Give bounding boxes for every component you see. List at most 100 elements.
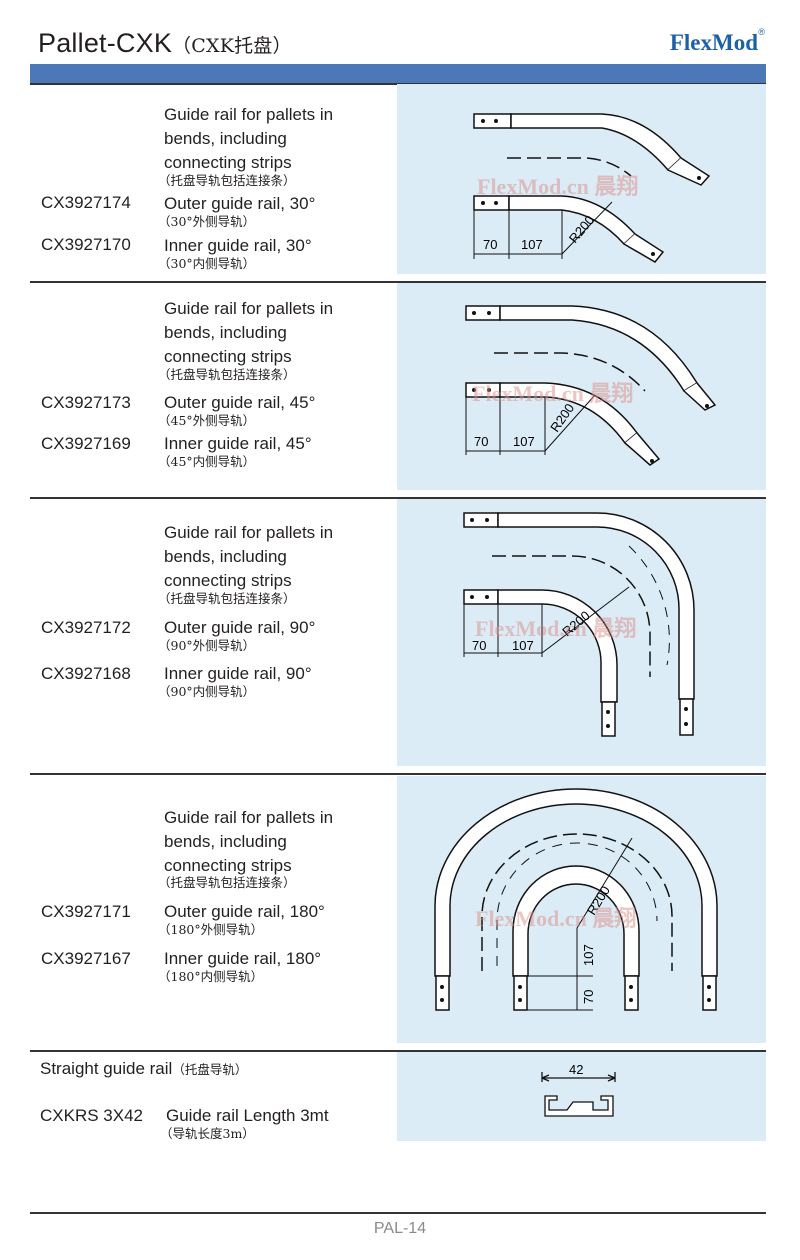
row3-desc-line2: bends, including (164, 547, 287, 566)
centre-line (507, 157, 632, 177)
row3-inner-name-cn: （90°内侧导轨） (158, 684, 256, 699)
row3-inner-code: CX3927168 (41, 664, 131, 683)
straight-heading-cn: （托盘导轨） (172, 1062, 248, 1077)
row3-desc-cn: （托盘导轨包括连接条） (158, 591, 296, 606)
row2-outer-name: Outer guide rail, 45° (164, 393, 316, 412)
row1-desc-cn: （托盘导轨包括连接条） (158, 173, 296, 188)
radius-line (541, 586, 630, 654)
row3-outer-name-cn: （90°外侧导轨） (158, 638, 256, 653)
brand-logo: FlexMod (669, 30, 758, 55)
row1-inner-name-cn: （30°内侧导轨） (158, 256, 256, 271)
watermark: FlexMod.cn 晨翔 (475, 616, 636, 641)
row-divider (30, 281, 766, 283)
row4-inner-code: CX3927167 (41, 949, 131, 968)
row2-desc-cn: （托盘导轨包括连接条） (158, 367, 296, 382)
outer-rail-end-connector (679, 698, 694, 736)
inner-rail-connector (463, 589, 499, 605)
row4-desc-line3: connecting strips (164, 856, 292, 875)
row4-desc-cn: （托盘导轨包括连接条） (158, 875, 296, 890)
page-header: Pallet-CXK（CXK托盘） FlexMod ® (0, 0, 800, 90)
row1-outer-name: Outer guide rail, 30° (164, 194, 316, 213)
row1-outer-code: CX3927174 (41, 193, 131, 212)
row-divider (30, 773, 766, 775)
straight-heading: Straight guide rail（托盘导轨） (40, 1057, 247, 1080)
row3-outer-code: CX3927172 (41, 618, 131, 637)
inner-rail-left-connector (513, 975, 528, 1011)
outer-rail-body (434, 788, 718, 977)
registered-mark: ® (758, 27, 765, 37)
row1-desc-line2: bends, including (164, 129, 287, 148)
dim-70: 70 (581, 990, 596, 1004)
dimension-lines (473, 210, 563, 259)
inner-rail-end-connector (624, 432, 661, 466)
drawing-45-degree-rails: 70 107 R200 FlexMod.cn 晨翔 (465, 305, 717, 466)
page-title-cn: （CXK托盘） (172, 35, 292, 57)
row1-inner-code: CX3927170 (41, 235, 131, 254)
centre-line-outer (481, 833, 673, 971)
watermark: FlexMod.cn 晨翔 (472, 381, 633, 406)
watermark: FlexMod.cn 晨翔 (475, 906, 636, 931)
row-divider (30, 497, 766, 499)
row2-desc-line1: Guide rail for pallets in (164, 299, 334, 318)
straight-code: CXKRS 3X42 (40, 1106, 143, 1125)
footer-divider (30, 1212, 766, 1214)
radius-line (544, 394, 596, 452)
row1-desc-line3: connecting strips (164, 153, 292, 172)
row2-inner-name: Inner guide rail, 45° (164, 434, 312, 453)
row2-outer-code: CX3927173 (41, 393, 131, 412)
row4-inner-name: Inner guide rail, 180° (164, 949, 322, 968)
outer-rail-connector (463, 512, 499, 528)
centre-line-inner (496, 842, 658, 966)
outer-rail-connector (473, 113, 512, 129)
straight-name-cn: （导轨长度3m） (160, 1126, 255, 1141)
row4-outer-name: Outer guide rail, 180° (164, 902, 325, 921)
dim-107: 107 (581, 944, 596, 966)
inner-rail-right-connector (624, 975, 639, 1011)
dimension-lines (463, 604, 543, 657)
outer-rail-body (499, 305, 699, 393)
row-divider (30, 1050, 766, 1052)
dimension-arrows (541, 1074, 616, 1082)
row4-desc-line2: bends, including (164, 832, 287, 851)
centre-line (492, 555, 651, 677)
outer-rail-end-connector (683, 382, 717, 411)
header-color-bar (30, 64, 766, 84)
page-number: PAL-14 (373, 1220, 427, 1237)
inner-rail-body (512, 865, 640, 977)
watermark: FlexMod.cn 晨翔 (477, 174, 638, 199)
row1-outer-name-cn: （30°外侧导轨） (158, 214, 256, 229)
page-title-main: Pallet-CXK (38, 28, 173, 58)
drawing-90-degree-rails: 70 107 R200 FlexMod.cn 晨翔 (463, 512, 695, 737)
dim-107: 107 (512, 638, 534, 653)
row4-desc-line1: Guide rail for pallets in (164, 808, 334, 827)
row1-inner-name: Inner guide rail, 30° (164, 236, 312, 255)
dim-70: 70 (474, 434, 488, 449)
row1-desc-line1: Guide rail for pallets in (164, 105, 334, 124)
dim-107: 107 (513, 434, 535, 449)
row4-outer-name-cn: （180°外侧导轨） (158, 922, 264, 937)
row4-inner-name-cn: （180°内侧导轨） (158, 969, 264, 984)
dim-107: 107 (521, 237, 543, 252)
dim-70: 70 (483, 237, 497, 252)
row2-desc-line2: bends, including (164, 323, 287, 342)
row2-outer-name-cn: （45°外侧导轨） (158, 413, 256, 428)
row-divider (30, 83, 766, 85)
outer-rail-body (497, 512, 695, 700)
inner-rail-end-connector (601, 701, 616, 737)
outer-rail-right-connector (702, 975, 717, 1011)
row3-inner-name: Inner guide rail, 90° (164, 664, 312, 683)
row4-outer-code: CX3927171 (41, 902, 131, 921)
inner-rail-body (497, 589, 618, 703)
row2-inner-code: CX3927169 (41, 434, 131, 453)
dim-70: 70 (472, 638, 486, 653)
dim-42: 42 (569, 1062, 583, 1077)
row2-desc-line3: connecting strips (164, 347, 292, 366)
row3-outer-name: Outer guide rail, 90° (164, 618, 316, 637)
centre-line (494, 352, 646, 392)
row3-desc-line3: connecting strips (164, 571, 292, 590)
radius-arc-guide (628, 545, 670, 666)
drawing-panel-straight (397, 1052, 766, 1141)
straight-name: Guide rail Length 3mt (166, 1106, 329, 1125)
outer-rail-connector (465, 305, 501, 321)
straight-heading-en: Straight guide rail (40, 1059, 173, 1078)
